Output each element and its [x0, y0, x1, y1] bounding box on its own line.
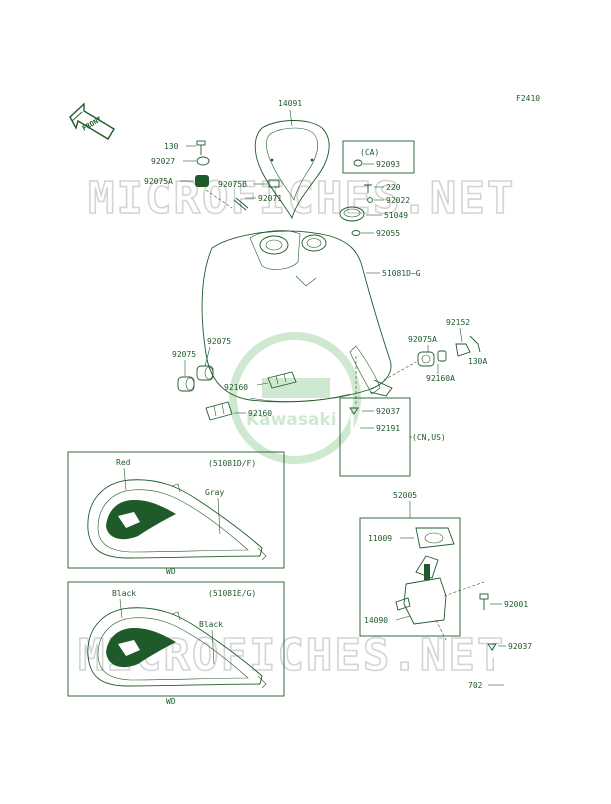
hose-702: [491, 651, 517, 693]
label-52005: 52005: [393, 491, 417, 500]
label-92075-a: 92075: [207, 337, 231, 346]
label-92075b: 92075B: [218, 180, 247, 189]
label-92160a: 92160A: [426, 374, 455, 383]
variant-box-bottom: [67, 581, 285, 697]
variant-top-color1: Red: [116, 458, 131, 467]
label-92022: 92022: [386, 196, 410, 205]
label-14090: 14090: [364, 616, 388, 625]
label-92037-top: 92037: [376, 407, 400, 416]
label-92055: 92055: [376, 229, 400, 238]
cushion-92075-b: [177, 376, 195, 392]
kawasaki-logo: Kawasaki: [229, 332, 361, 464]
label-92037-bottom: 92037: [508, 642, 532, 651]
bracket-92152: [455, 343, 471, 357]
fuel-tank-51081: [201, 230, 393, 403]
label-51049: 51049: [384, 211, 408, 220]
label-ca: (CA): [360, 148, 379, 157]
clamp-92037-bottom: [487, 643, 497, 651]
part-92093: [353, 159, 363, 167]
variant-bottom-code: (51081E/G): [208, 589, 256, 598]
gasket-92055: [351, 230, 361, 236]
washer-92022: [367, 197, 373, 203]
label-92160-b: 92160: [248, 409, 272, 418]
gasket-11009: [415, 527, 455, 549]
label-92075a-right: 92075A: [408, 335, 437, 344]
bolt-130a: [469, 335, 481, 353]
label-92075a-top: 92075A: [144, 177, 173, 186]
cap-51049: [339, 206, 365, 222]
label-92001: 92001: [504, 600, 528, 609]
tank-side-view-bottom: [87, 607, 267, 689]
tank-side-view-top: [87, 479, 267, 561]
label-130: 130: [164, 142, 179, 151]
tank-cover-14091: [254, 109, 330, 220]
label-92191: 92191: [376, 424, 400, 433]
label-cnus: (CN,US): [412, 433, 446, 442]
label-220: 220: [386, 183, 401, 192]
variant-bottom-color1: Black: [112, 589, 136, 598]
figure-code: F2410: [516, 94, 540, 103]
variant-top-color2: Gray: [205, 488, 224, 497]
watermark-top: MICROFICHES.NET: [88, 173, 515, 224]
variant-bottom-suffix: WD: [166, 697, 176, 706]
collar-92160a: [437, 350, 447, 362]
fuel-cock-52005: [395, 555, 485, 641]
damper-92160-b: [205, 401, 233, 421]
clip-92071: [233, 197, 249, 211]
label-702: 702: [468, 681, 483, 690]
screw-92001: [479, 593, 489, 610]
label-92152: 92152: [446, 318, 470, 327]
label-130a: 130A: [468, 357, 487, 366]
grommet-92027: [196, 156, 210, 166]
variant-top-code: (51081D/F): [208, 459, 256, 468]
bolt-130: [196, 140, 206, 155]
label-92027: 92027: [151, 157, 175, 166]
variant-bottom-color2: Black: [199, 620, 223, 629]
label-92071: 92071: [258, 194, 282, 203]
kawasaki-logo-text: Kawasaki: [246, 410, 337, 430]
variant-box-top: [67, 451, 285, 569]
clamp-92037-top: [349, 407, 359, 415]
fuel-cock-box: [359, 517, 461, 637]
label-92075-b: 92075: [172, 350, 196, 359]
hose-92191: [350, 414, 366, 472]
cushion-92075a-right: [417, 351, 435, 367]
label-92093: 92093: [376, 160, 400, 169]
label-51081dg: 51081D~G: [382, 269, 421, 278]
variant-top-suffix: WD: [166, 567, 176, 576]
front-arrow: FRONT: [69, 102, 115, 140]
label-11009: 11009: [368, 534, 392, 543]
damper-92160-a: [267, 371, 297, 389]
ca-box: [342, 140, 415, 174]
label-92160-a: 92160: [224, 383, 248, 392]
screw-220: [364, 184, 372, 193]
spacer-92075b: [268, 179, 280, 188]
cushion-92075a: [195, 175, 209, 187]
cushion-92075-a: [196, 365, 214, 381]
label-14091: 14091: [278, 99, 302, 108]
